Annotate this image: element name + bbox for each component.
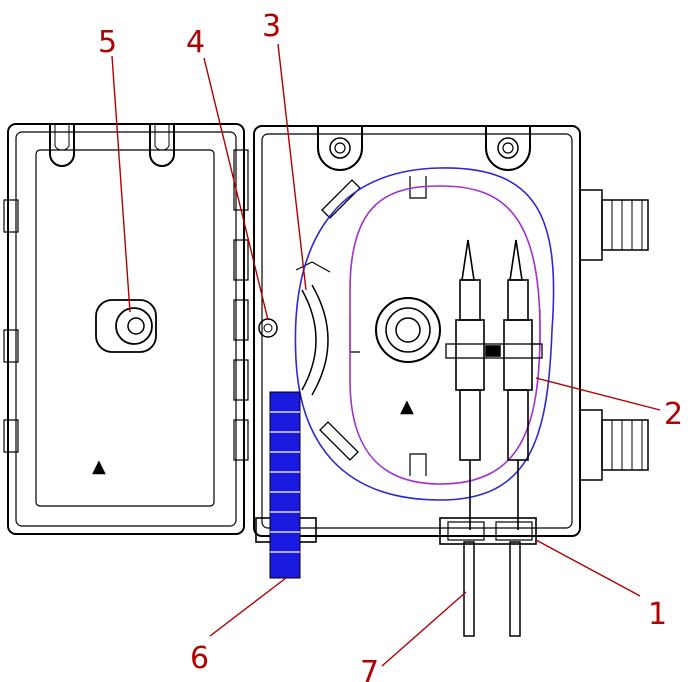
callout-label-7: 7 bbox=[360, 655, 379, 682]
leader-7 bbox=[381, 591, 467, 667]
callout-leaders bbox=[111, 43, 661, 667]
callout-label-5: 5 bbox=[98, 25, 117, 60]
callout-label-3: 3 bbox=[262, 9, 281, 44]
leader-5 bbox=[111, 55, 131, 313]
fiber-inner-loop bbox=[349, 185, 541, 485]
callout-label-6: 6 bbox=[190, 641, 209, 676]
leader-4 bbox=[203, 57, 269, 321]
outgoing-cables bbox=[463, 541, 521, 637]
door-cover bbox=[3, 123, 249, 535]
leader-1 bbox=[535, 539, 641, 597]
pigtail-connectors bbox=[445, 239, 543, 530]
splice-tray bbox=[269, 391, 301, 579]
leader-6 bbox=[209, 577, 287, 637]
callout-label-2: 2 bbox=[664, 397, 683, 432]
box-warning-symbol: ▲ bbox=[400, 396, 414, 417]
main-box bbox=[253, 125, 649, 545]
leader-2 bbox=[535, 377, 661, 411]
callout-label-1: 1 bbox=[648, 597, 667, 632]
fiber-outer-loop bbox=[294, 167, 555, 501]
door-warning-symbol: ▲ bbox=[92, 456, 106, 477]
leader-3 bbox=[277, 43, 307, 291]
callout-label-4: 4 bbox=[186, 25, 205, 60]
